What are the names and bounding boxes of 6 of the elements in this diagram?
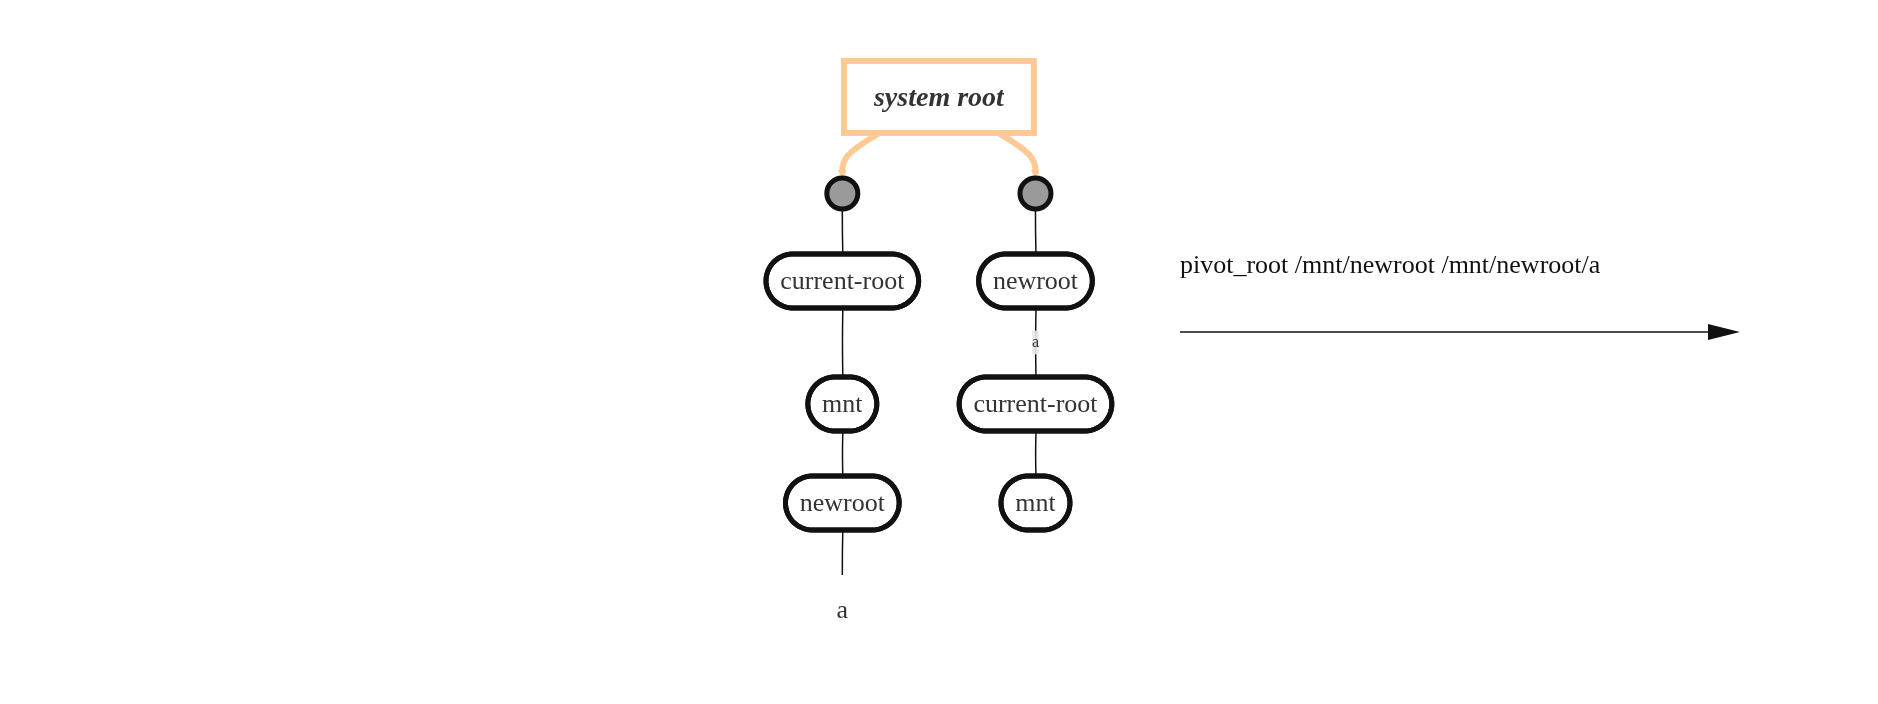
- node-circle: [824, 175, 861, 211]
- command-text: pivot_root /mnt/newroot /mnt/newroot/a: [1180, 250, 1601, 280]
- node-box: system root: [841, 57, 1037, 136]
- edge-label: a: [1032, 332, 1040, 350]
- node-circle: [1017, 175, 1054, 211]
- node-text: a: [836, 594, 849, 624]
